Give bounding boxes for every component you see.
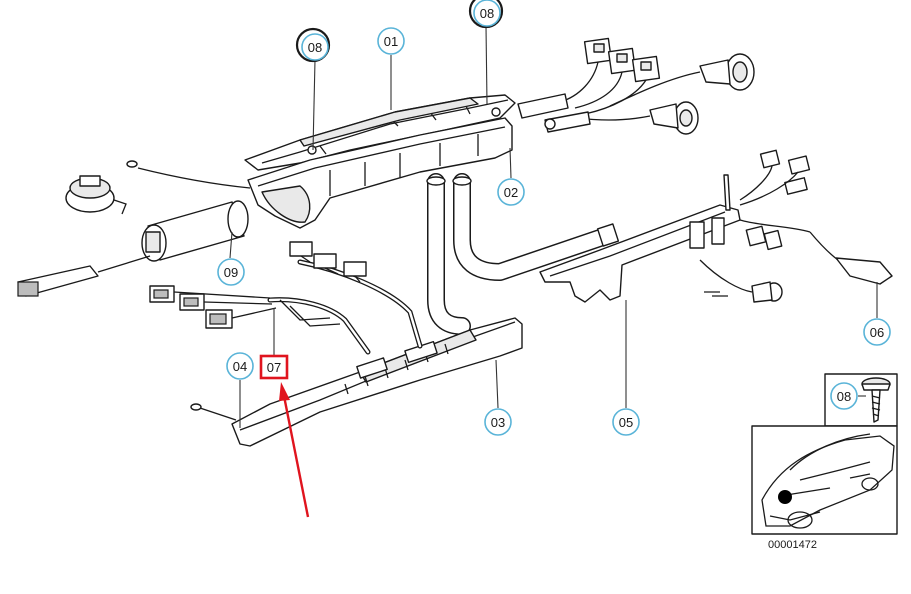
part-09-sleeve-grommet <box>17 160 251 297</box>
callout-08-top-label: 08 <box>480 6 494 21</box>
hose-assembly <box>426 173 609 335</box>
callout-06-label: 06 <box>870 325 884 340</box>
callout-08-detail[interactable]: 08 <box>830 382 858 410</box>
callout-01[interactable]: 01 <box>377 27 405 55</box>
vehicle-location-inset <box>751 425 898 535</box>
callout-04-label: 04 <box>233 359 247 374</box>
callout-02-label: 02 <box>504 185 518 200</box>
callout-04[interactable]: 04 <box>226 352 254 380</box>
callout-01-label: 01 <box>384 34 398 49</box>
callout-03-label: 03 <box>491 415 505 430</box>
leader-lines <box>229 25 878 428</box>
callout-09[interactable]: 09 <box>217 258 245 286</box>
callout-08-left[interactable]: 08 <box>295 27 331 63</box>
relay-connector-cluster <box>517 37 755 135</box>
callout-09-label: 09 <box>224 265 238 280</box>
part-05-harness-bracket <box>539 149 893 303</box>
callout-08-top[interactable]: 08 <box>468 0 504 29</box>
location-marker-dot <box>778 490 792 504</box>
callout-05[interactable]: 05 <box>612 408 640 436</box>
callout-08-left-label: 08 <box>308 40 322 55</box>
callout-08-detail-label: 08 <box>837 389 851 404</box>
part-03-lower-harness-rail <box>149 241 523 447</box>
callout-03[interactable]: 03 <box>484 408 512 436</box>
diagram-number: 00001472 <box>768 539 817 551</box>
callout-06[interactable]: 06 <box>863 318 891 346</box>
callout-07-highlighted[interactable]: 07 <box>259 354 289 380</box>
highlight-pointer-arrow <box>279 382 310 518</box>
callout-02[interactable]: 02 <box>497 178 525 206</box>
part-08-screw-detail-box <box>824 373 898 427</box>
callout-07-label: 07 <box>267 360 281 375</box>
part-02-cable-duct <box>247 107 513 229</box>
callout-05-label: 05 <box>619 415 633 430</box>
